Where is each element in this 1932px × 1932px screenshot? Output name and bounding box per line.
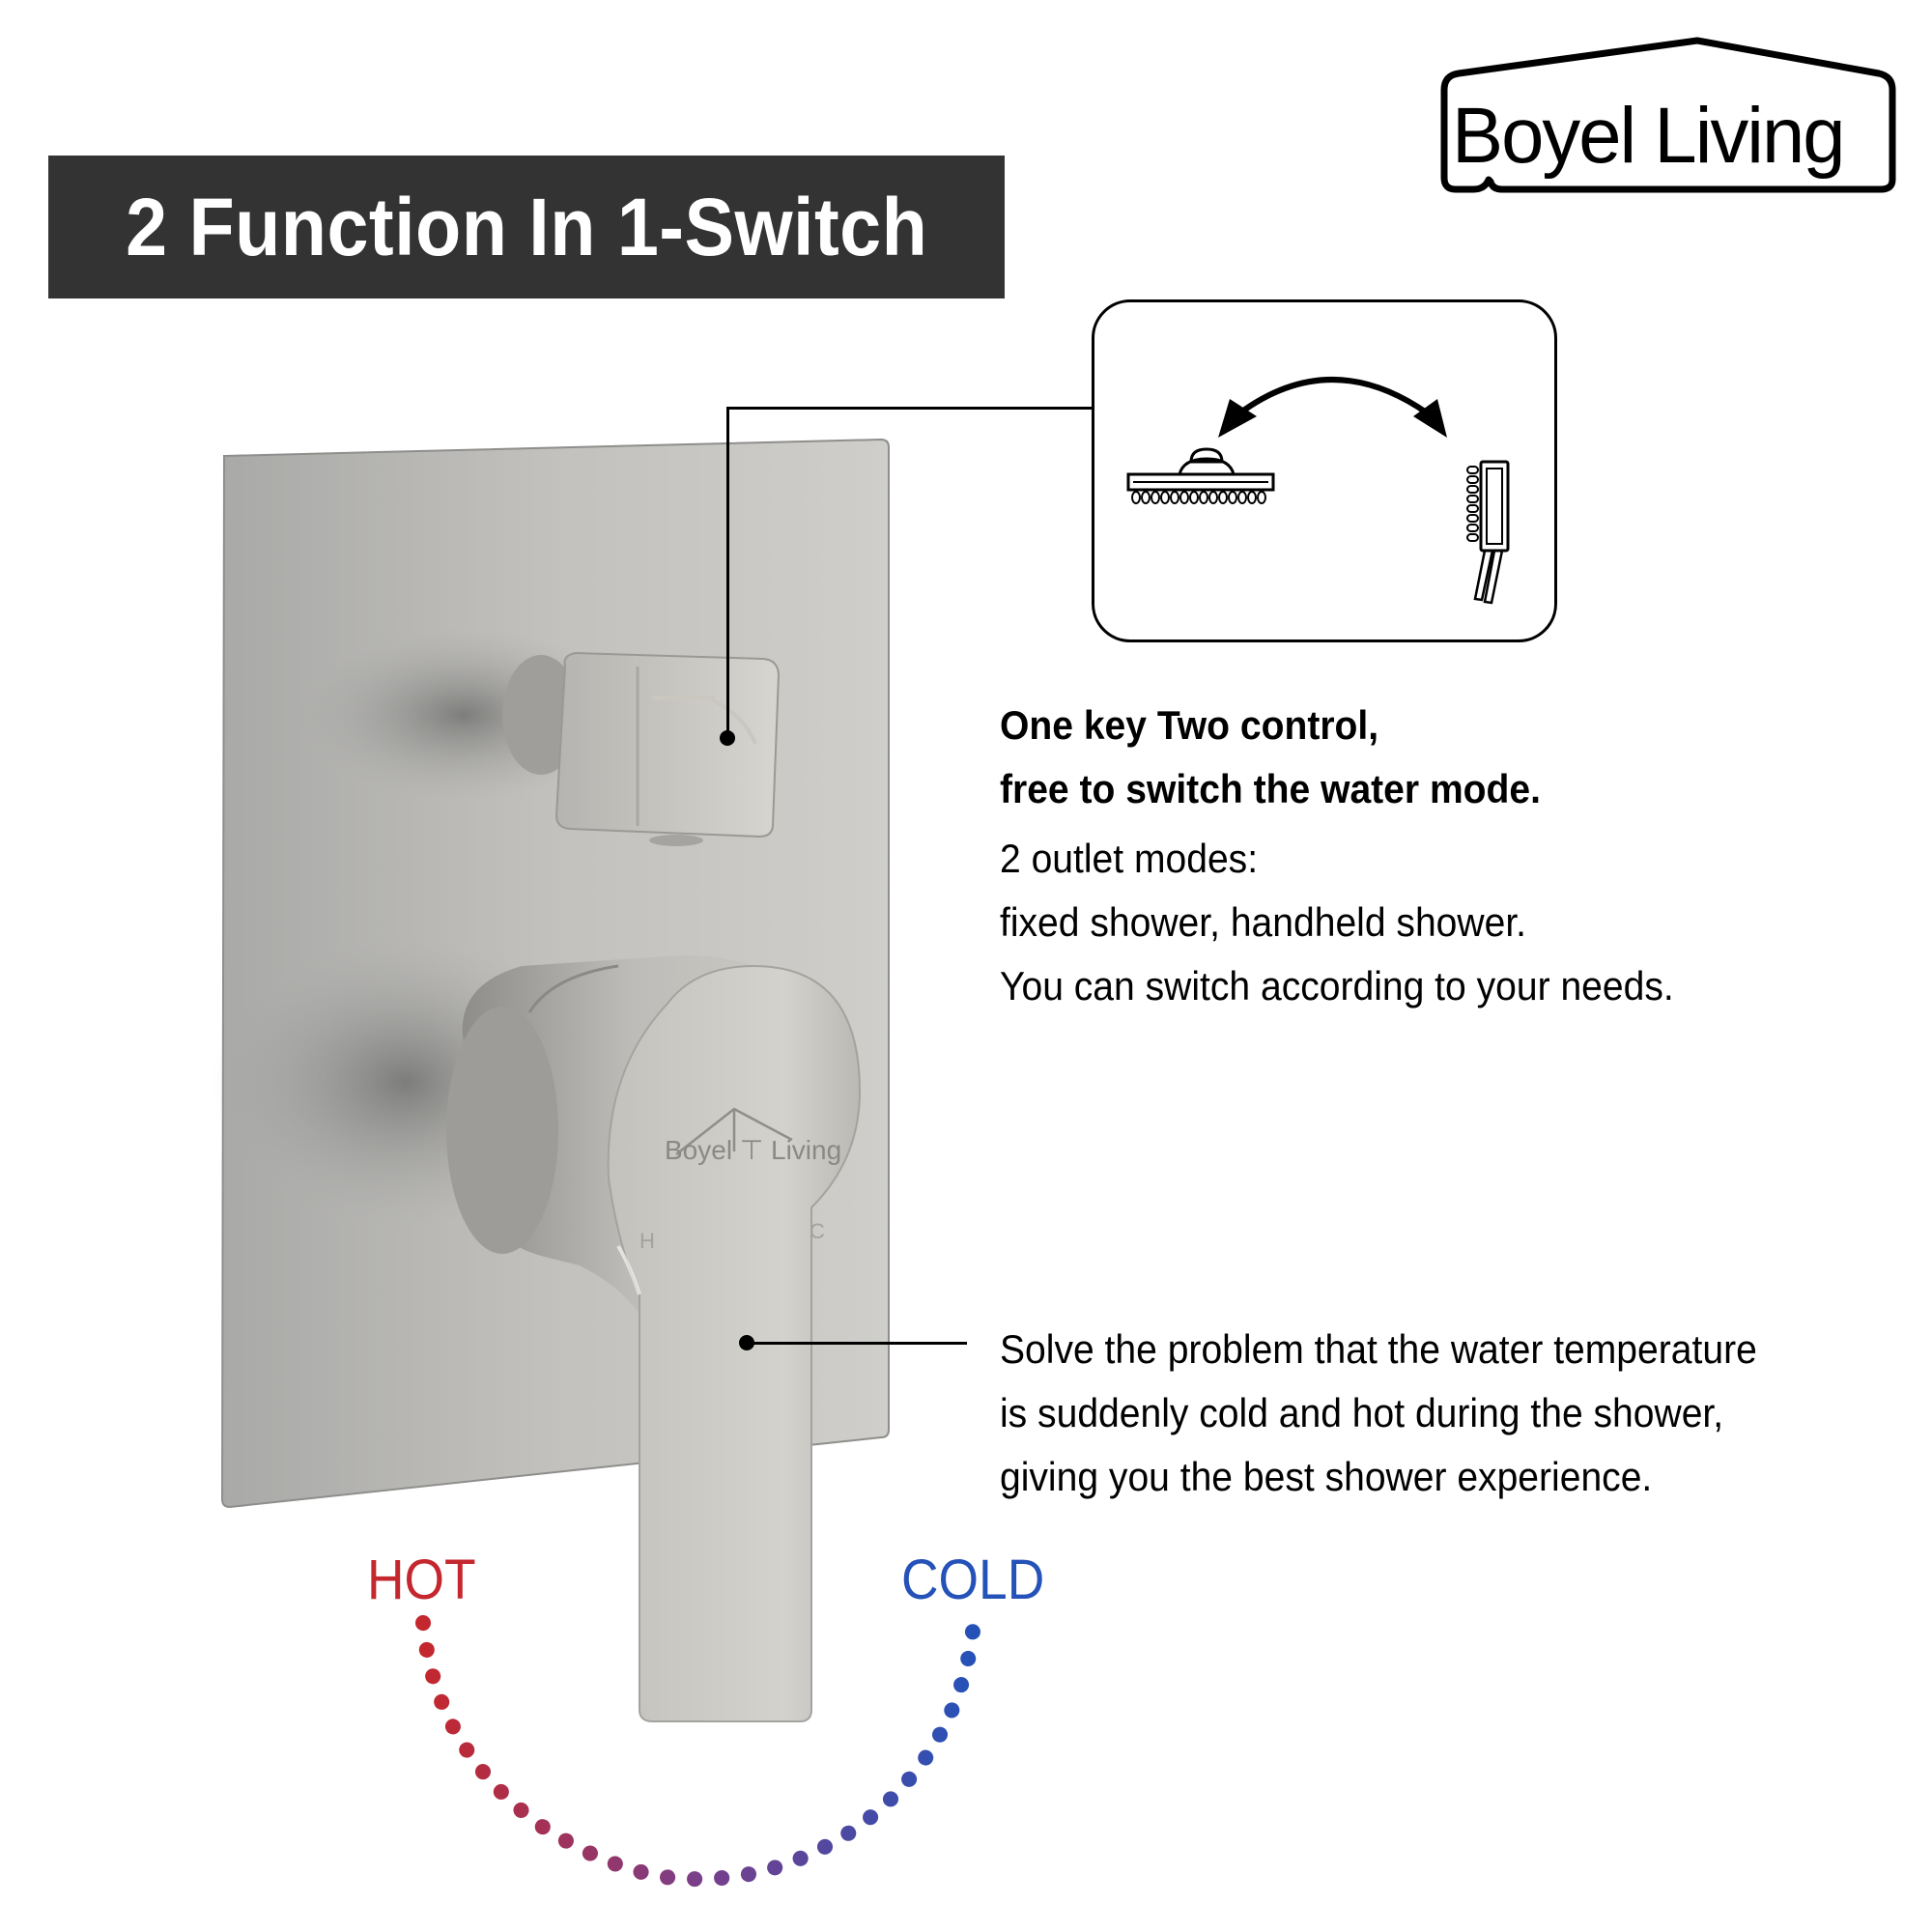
brand-logo: Boyel Living: [1435, 37, 1898, 196]
handle-leader-line: [749, 1342, 967, 1345]
logo-text: Boyel Living: [1452, 92, 1846, 180]
handheld-shower-icon: [1466, 460, 1510, 605]
diverter-headline-1: One key Two control,: [1000, 702, 1379, 748]
handle-description: Solve the problem that the water tempera…: [1000, 1318, 1757, 1509]
cold-label: COLD: [901, 1548, 1045, 1611]
house-outline-icon: [1440, 37, 1896, 193]
diverter-leader-dot: [720, 730, 735, 746]
diverter-detail-2: fixed shower, handheld shower.: [1000, 899, 1527, 945]
handle-detail-1: Solve the problem that the water tempera…: [1000, 1326, 1757, 1372]
diverter-headline-2: free to switch the water mode.: [1000, 766, 1541, 811]
handle-leader-dot: [739, 1335, 754, 1350]
hot-label: HOT: [367, 1548, 476, 1611]
diverter-leader-vertical: [726, 407, 729, 738]
double-arrow-icon: [1218, 377, 1447, 438]
diverter-description: One key Two control, free to switch the …: [1000, 694, 1674, 1018]
switch-mode-callout: [1092, 299, 1557, 642]
diverter-detail-3: You can switch according to your needs.: [1000, 963, 1674, 1009]
handle-detail-2: is suddenly cold and hot during the show…: [1000, 1390, 1724, 1435]
handle-detail-3: giving you the best shower experience.: [1000, 1454, 1653, 1499]
diverter-leader-horizontal: [726, 407, 1094, 410]
page-title: 2 Function In 1-Switch: [125, 181, 928, 272]
diverter-detail-1: 2 outlet modes:: [1000, 836, 1259, 881]
title-banner: 2 Function In 1-Switch: [48, 156, 1005, 298]
fixed-shower-head-icon: [1126, 447, 1275, 504]
